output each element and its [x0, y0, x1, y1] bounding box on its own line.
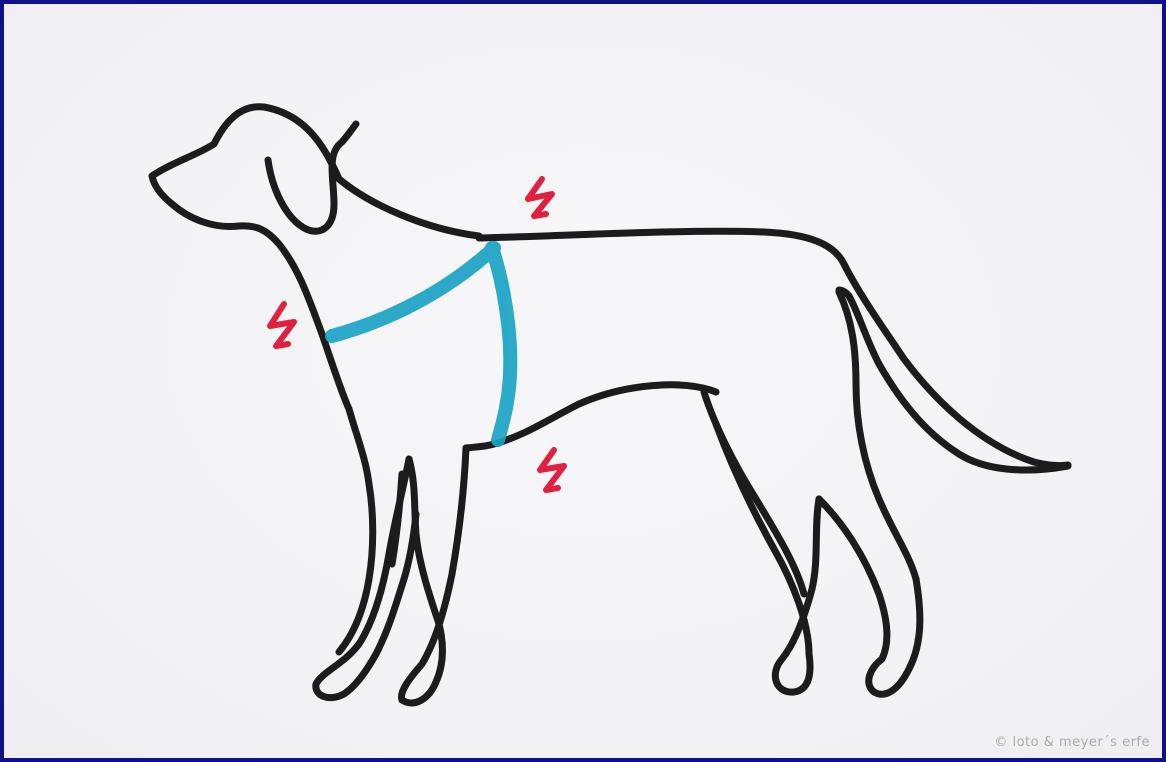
pressure-mark-top — [528, 179, 552, 216]
dog-front-leg-rear — [401, 448, 466, 703]
harness-chest-strap — [492, 248, 510, 440]
dog-back-leg-rear — [819, 499, 920, 694]
pressure-mark-chest — [540, 450, 564, 490]
pressure-mark-neck — [270, 304, 294, 346]
dog-chest-outline — [339, 409, 373, 652]
dog-back-outline — [479, 231, 1068, 465]
dog-head-outline — [152, 107, 479, 409]
copyright-watermark: © loto & meyer´s erfe — [994, 735, 1150, 750]
dog-back-leg-front — [716, 424, 819, 692]
harness-neck-strap — [332, 248, 494, 336]
dog-drawing — [4, 4, 1162, 758]
